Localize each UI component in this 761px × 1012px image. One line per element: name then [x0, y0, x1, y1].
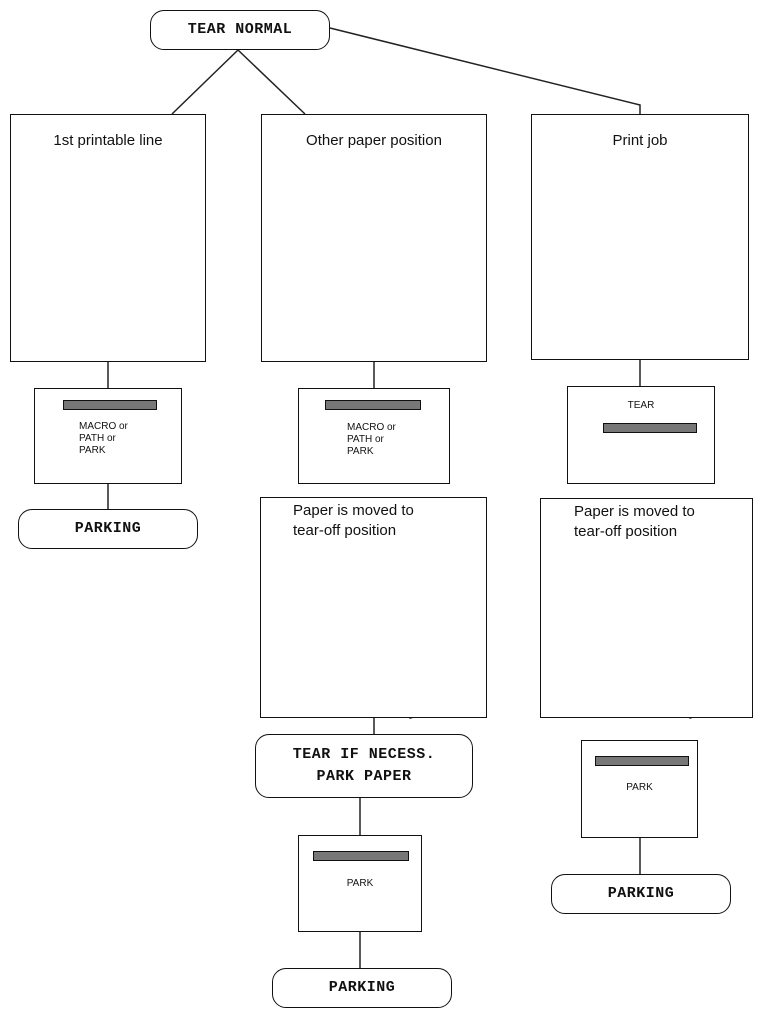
operator-panel-tear: TEAR — [567, 386, 715, 484]
connector-tear-normal-middle — [237, 49, 306, 115]
paper-moved-panel: Paper is moved to tear-off position — [260, 497, 487, 718]
park-label: PARK — [346, 878, 374, 889]
tear-if-necess-line-1: TEAR IF NECESS. — [292, 746, 436, 763]
tear-label: TEAR — [627, 400, 655, 411]
panel-title: 1st printable line — [53, 132, 163, 149]
operator-panel-macro: MACRO or PATH or PARK — [34, 388, 182, 484]
panel-other-paper-position: Other paper position — [261, 114, 487, 362]
caption-line-2: tear-off position — [574, 523, 678, 540]
parking-node: PARKING — [551, 874, 731, 914]
panel-first-printable-line: 1st printable line — [10, 114, 206, 362]
tear-if-necess-line-2: PARK PAPER — [316, 768, 412, 785]
tear-normal-node: TEAR NORMAL — [150, 10, 330, 50]
paper-moved-panel: Paper is moved to tear-off position — [540, 498, 753, 718]
parking-node: PARKING — [272, 968, 452, 1008]
caption-line-2: tear-off position — [293, 522, 397, 539]
operator-panel-macro: MACRO or PATH or PARK — [298, 388, 450, 484]
macro-label: MACRO or — [347, 422, 396, 433]
park-label: PARK — [347, 446, 374, 457]
operator-panel-park: PARK — [581, 740, 698, 838]
park-label: PARK — [79, 445, 106, 456]
path-label: PATH or — [347, 434, 384, 445]
tear-if-necess-node: TEAR IF NECESS. PARK PAPER — [255, 734, 473, 798]
display-bar — [63, 400, 157, 410]
display-bar — [595, 756, 689, 766]
display-bar — [325, 400, 421, 410]
panel-title: Other paper position — [306, 132, 442, 149]
display-bar — [313, 851, 409, 861]
path-label: PATH or — [79, 433, 116, 444]
connector-tear-normal-left — [171, 49, 239, 115]
parking-node: PARKING — [18, 509, 198, 549]
display-bar — [603, 423, 697, 433]
panel-print-job: Print job — [531, 114, 749, 360]
caption-line-1: Paper is moved to — [574, 503, 695, 520]
operator-panel-park: PARK — [298, 835, 422, 932]
panel-title: Print job — [612, 132, 668, 149]
caption-line-1: Paper is moved to — [293, 502, 414, 519]
connector-tear-normal-right — [329, 27, 641, 114]
park-label: PARK — [626, 782, 653, 793]
macro-label: MACRO or — [79, 421, 128, 432]
connector-lines — [107, 27, 641, 968]
